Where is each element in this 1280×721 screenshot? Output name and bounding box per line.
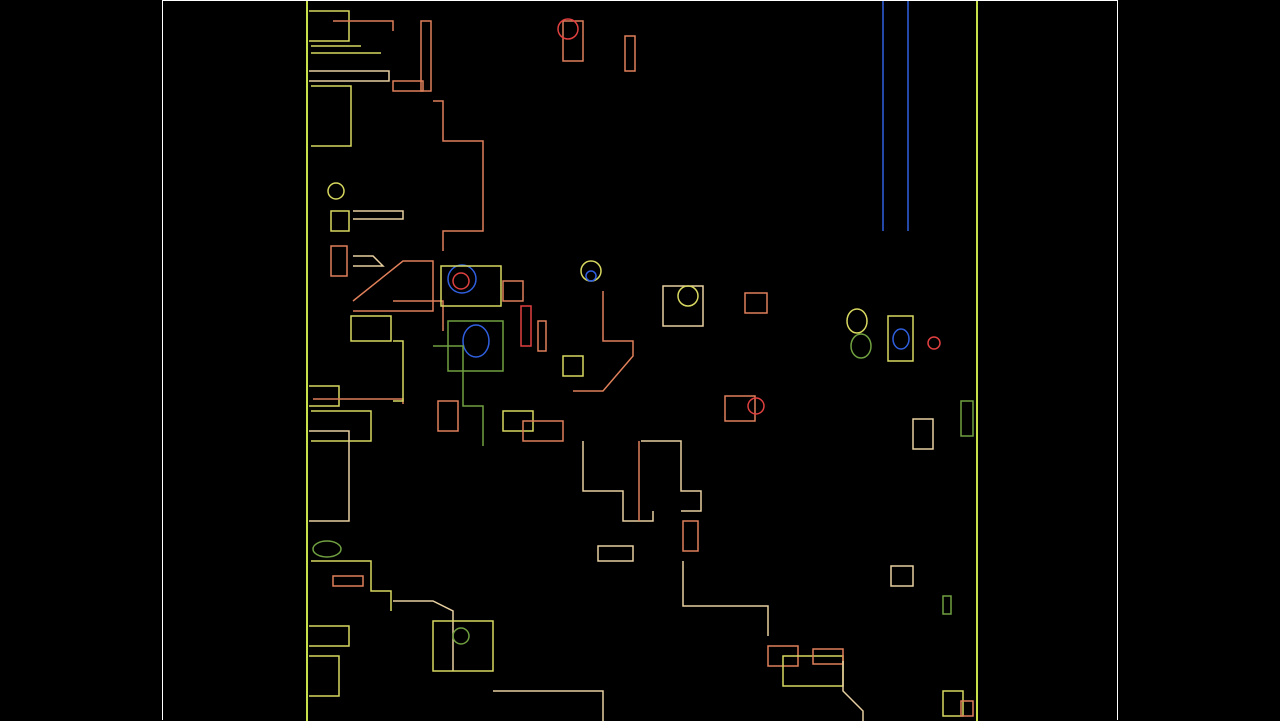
edge-contours-canvas bbox=[306, 1, 978, 721]
edge-contours-left-column bbox=[309, 10, 484, 697]
edge-contours-center-right bbox=[662, 1, 974, 721]
edge-detection-image bbox=[162, 0, 1118, 721]
edge-contours-center-left bbox=[432, 18, 769, 721]
